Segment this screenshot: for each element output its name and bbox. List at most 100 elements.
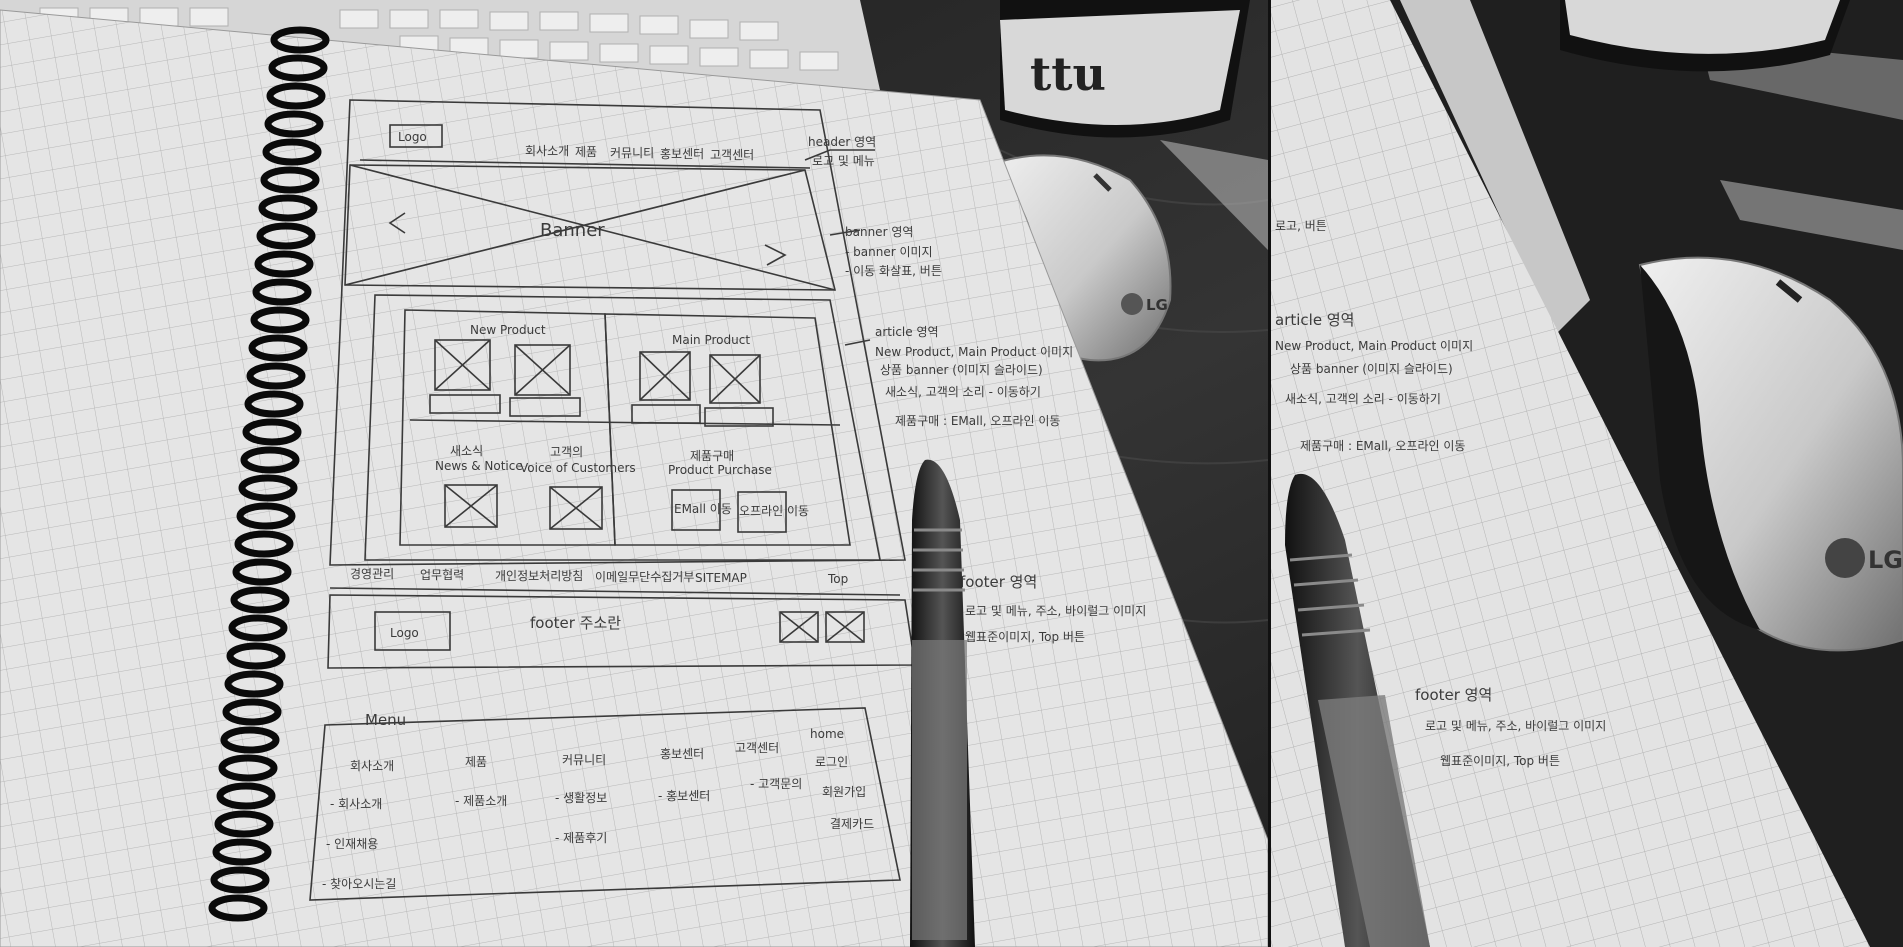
new-product-img-1 <box>434 339 491 391</box>
article-frame <box>364 294 881 561</box>
photo-divider <box>1268 0 1271 947</box>
right-bottle <box>1560 0 1850 72</box>
sketch-news-en: News & Notice <box>435 459 523 473</box>
keyboard-keys <box>39 7 839 71</box>
right-line-2: article 영역 <box>1275 311 1354 329</box>
left-photo: ttu LG <box>0 0 1269 947</box>
menu-col-1-head: 회사소개 <box>350 759 394 773</box>
menu-col-1-item-3: - 찾아오시는길 <box>322 877 396 891</box>
right-line-3: New Product, Main Product 이미지 <box>1275 339 1473 353</box>
note-article: article 영역 <box>875 325 939 339</box>
sketch-offline: 오프라인 이동 <box>739 504 809 518</box>
footer-badge-1 <box>779 611 819 643</box>
note-article-bullet-1: New Product, Main Product 이미지 <box>875 345 1073 359</box>
banner-connector <box>829 229 861 236</box>
bottle: ttu <box>1000 0 1250 138</box>
sketch-purchase-en: Product Purchase <box>668 463 772 477</box>
note-article-bullet-1b: 상품 banner (이미지 슬라이드) <box>880 363 1043 377</box>
banner-cross-2 <box>344 169 806 286</box>
note-header-sub: 로고 및 메뉴 <box>812 154 875 168</box>
sketch-voice-en: Voice of Customers <box>520 461 636 475</box>
sketch-main-product: Main Product <box>672 333 750 347</box>
menu-col-3-head: 커뮤니티 <box>562 753 606 767</box>
note-banner-sub-2: - 이동 화살표, 버튼 <box>845 264 942 278</box>
right-line-5: 새소식, 고객의 소리 - 이동하기 <box>1285 392 1441 406</box>
menu-col-3-item-1: - 생활정보 <box>555 791 607 805</box>
main-product-label-1 <box>631 404 701 424</box>
header-divider <box>359 159 811 169</box>
menu-col-5-head: 고객센터 <box>735 741 779 755</box>
note-banner: banner 영역 <box>845 225 913 239</box>
pen <box>910 459 975 947</box>
sketch-footer-logo: Logo <box>390 626 419 640</box>
sketch-top-btn: Top <box>827 572 848 586</box>
article-connector <box>844 339 871 346</box>
sketch-nav-2: 제품 <box>575 145 597 159</box>
note-footer-area-sub-2: 웹표준이미지, Top 버튼 <box>965 630 1085 644</box>
menu-col-4-item-1: - 홍보센터 <box>658 789 710 803</box>
menu-col-6-head: home <box>810 727 844 741</box>
new-product-label-2 <box>509 397 581 417</box>
right-line-1: 로고, 버튼 <box>1275 219 1327 233</box>
offline-box <box>737 491 787 533</box>
news-img <box>444 484 498 528</box>
sketch-footer-link-3: 개인정보처리방침 <box>495 569 583 583</box>
right-handwriting: 로고, 버튼 article 영역 New Product, Main Prod… <box>1275 219 1606 768</box>
sketch-nav-3: 커뮤니티 <box>610 146 654 160</box>
right-line-6: 제품구매 : EMall, 오프라인 이동 <box>1300 439 1465 453</box>
article-right-frame <box>604 313 851 546</box>
right-line-7: footer 영역 <box>1415 686 1492 704</box>
menu-col-1-item-2: - 인재채용 <box>326 837 378 851</box>
sketch-footer-link-1: 경영관리 <box>350 567 394 581</box>
right-line-8: 로고 및 메뉴, 주소, 바이럴그 이미지 <box>1425 719 1606 733</box>
sketch-news-ko: 새소식 <box>450 444 483 458</box>
sketch-purchase-ko: 제품구매 <box>690 449 734 463</box>
sketch-banner-text: Banner <box>540 220 605 241</box>
menu-frame <box>309 707 901 901</box>
desk-reflection <box>1160 140 1268 250</box>
bottle-label: ttu <box>1030 47 1106 101</box>
voice-img <box>549 486 603 530</box>
sketch-footer-link-2: 업무협력 <box>420 568 464 582</box>
sketch-voice-ko: 고객의 <box>550 445 583 459</box>
sketch-footer-link-4: 이메일무단수집거부 <box>595 570 694 584</box>
menu-col-5-item-1: - 고객문의 <box>750 777 802 791</box>
sketch-nav-4: 홍보센터 <box>660 147 704 161</box>
main-product-label-2 <box>704 407 774 427</box>
menu-title: Menu <box>365 711 406 729</box>
menu-col-6-item-1: 로그인 <box>815 755 848 769</box>
footer-links-divider <box>329 587 901 596</box>
new-product-label-1 <box>429 394 501 414</box>
menu-col-1-item-1: - 회사소개 <box>330 797 382 811</box>
right-mouse-brand: LG <box>1868 546 1903 574</box>
right-notebook <box>1271 0 1870 947</box>
article-mid-divider <box>409 419 841 426</box>
sketch-nav-1: 회사소개 <box>525 144 569 158</box>
sketch-new-product: New Product <box>470 323 546 337</box>
note-article-bullet-2: 새소식, 고객의 소리 - 이동하기 <box>885 385 1041 399</box>
right-lg-logo-icon <box>1825 538 1865 578</box>
layout-frame <box>329 99 906 566</box>
note-article-bullet-3: 제품구매 : EMall, 오프라인 이동 <box>895 414 1060 428</box>
menu-col-2-item-1: - 제품소개 <box>455 794 507 808</box>
desk-highlight-2 <box>1720 180 1903 250</box>
wireframe-sketch <box>309 99 916 901</box>
right-pen-tube <box>1400 0 1590 335</box>
main-product-img-1 <box>639 351 691 401</box>
footer-badge-2 <box>825 611 865 643</box>
note-footer-area-sub-1: 로고 및 메뉴, 주소, 바이럴그 이미지 <box>965 604 1146 618</box>
menu-col-4-head: 홍보센터 <box>660 747 704 761</box>
right-mouse: LG <box>1638 256 1903 652</box>
sketch-footer-note: footer 주소란 <box>530 614 621 632</box>
header-logo-box <box>389 124 443 148</box>
sketch-text: Logo 회사소개 제품 커뮤니티 홍보센터 고객센터 Banner New P… <box>322 130 1146 891</box>
right-line-4: 상품 banner (이미지 슬라이드) <box>1290 362 1453 376</box>
sketch-logo-text: Logo <box>398 130 427 144</box>
note-banner-sub-1: - banner 이미지 <box>845 245 933 259</box>
main-product-img-2 <box>709 354 761 404</box>
banner-prev-arrow-icon <box>388 212 406 234</box>
mouse-brand: LG <box>1146 296 1168 314</box>
lg-logo-icon <box>1121 293 1143 315</box>
menu-col-2-head: 제품 <box>465 755 487 769</box>
